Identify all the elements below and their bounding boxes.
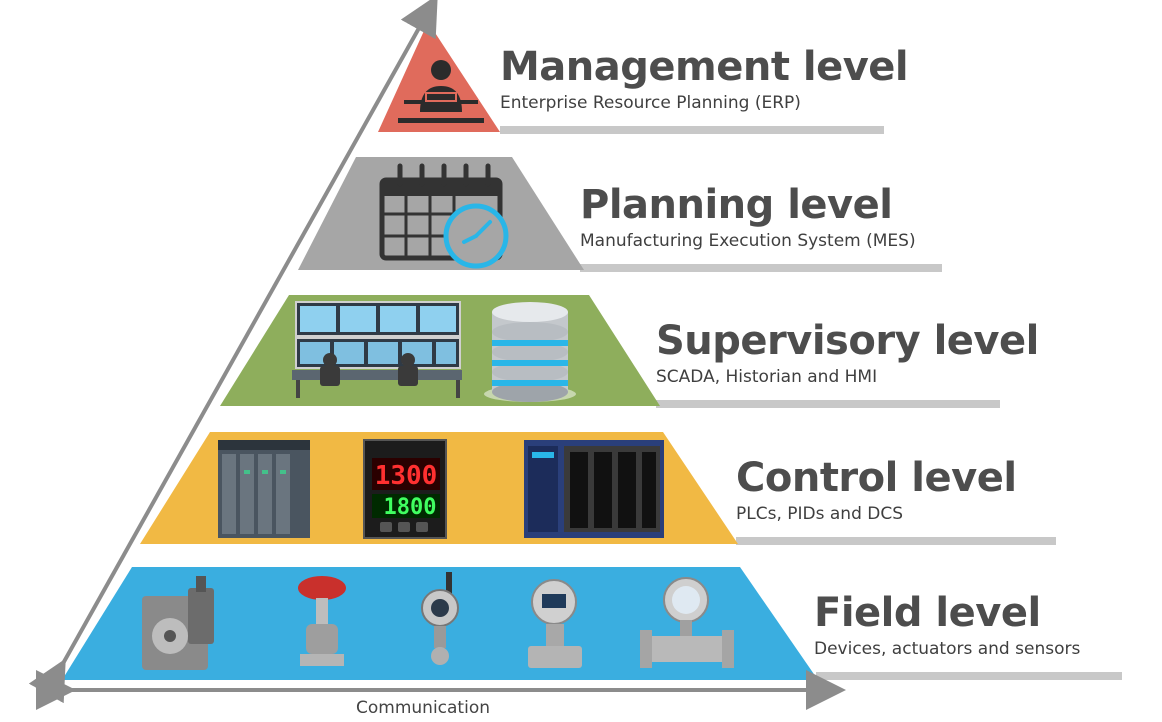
- underline-field: [816, 672, 1122, 680]
- temperature-controller-icon: 1300 1800: [363, 439, 447, 539]
- level-title: Management level: [500, 44, 909, 90]
- underline-supervisory: [656, 400, 1000, 408]
- level-control: Control level PLCs, PIDs and DCS: [736, 455, 1017, 525]
- level-title: Control level: [736, 455, 1017, 501]
- level-subtitle: SCADA, Historian and HMI: [656, 367, 878, 387]
- level-management: Management level Enterprise Resource Pla…: [500, 44, 909, 114]
- plc-icon: [218, 440, 310, 538]
- level-field: Field level Devices, actuators and senso…: [814, 590, 1080, 660]
- level-supervisory: Supervisory level SCADA, Historian and H…: [656, 318, 1039, 388]
- underline-management: [500, 126, 884, 134]
- title-underlines: [500, 126, 1122, 680]
- level-subtitle: Manufacturing Execution System (MES): [580, 231, 916, 251]
- level-title: Supervisory level: [656, 318, 1039, 364]
- turbine-flowmeter-icon: [640, 577, 734, 668]
- dcs-controller-icon: [524, 440, 664, 538]
- level-subtitle: Enterprise Resource Planning (ERP): [500, 93, 801, 113]
- vertical-communication-arrow: [28, 0, 438, 704]
- level-subtitle: Devices, actuators and sensors: [814, 639, 1081, 659]
- level-title: Field level: [814, 590, 1041, 636]
- underline-planning: [580, 264, 942, 272]
- display-lower-value: 1800: [384, 495, 437, 520]
- level-title: Planning level: [580, 182, 893, 228]
- communication-label: Communication: [356, 698, 490, 718]
- pressure-transmitter-icon: [528, 579, 582, 668]
- underline-control: [736, 537, 1056, 545]
- display-upper-value: 1300: [375, 461, 438, 491]
- level-planning: Planning level Manufacturing Execution S…: [580, 182, 916, 252]
- level-subtitle: PLCs, PIDs and DCS: [736, 504, 904, 524]
- database-server-icon: [484, 302, 576, 402]
